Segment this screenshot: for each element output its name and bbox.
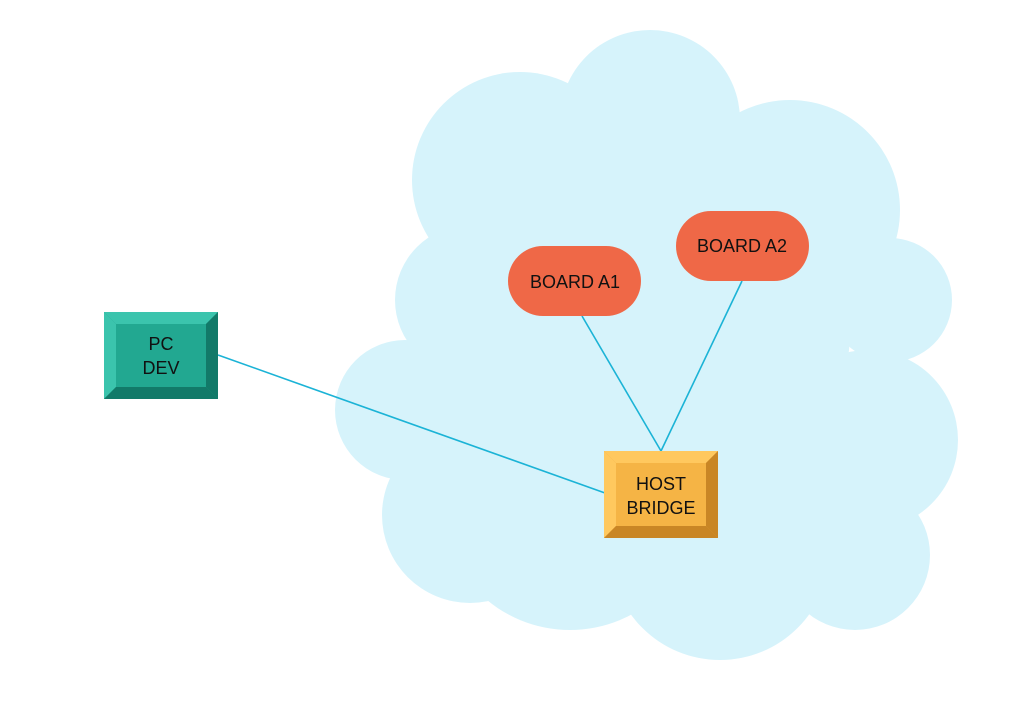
board-a1-node[interactable]: BOARD A1 [508,246,641,316]
pc-dev-node[interactable]: PC DEV [104,312,218,399]
pc-dev-bevel-left [104,312,116,399]
pc-dev-label-line1: PC [148,334,173,354]
pc-dev-bevel-right [206,312,218,399]
board-a2-label: BOARD A2 [697,236,787,256]
link-board-a1-to-host-bridge [581,315,662,452]
host-bridge-bevel-bottom [604,526,718,538]
host-bridge-bevel-right [706,451,718,538]
board-a2-pill [676,211,809,281]
link-pc-dev-to-host-bridge [217,354,606,494]
pc-dev-face [116,324,206,387]
pc-dev-bevel-top [104,312,218,324]
pc-dev-label-line2: DEV [142,358,179,378]
cloud-shape [335,30,958,660]
board-a1-pill [508,246,641,316]
host-bridge-label-line1: HOST [636,474,686,494]
board-a1-label: BOARD A1 [530,272,620,292]
board-a2-node[interactable]: BOARD A2 [676,211,809,281]
host-bridge-bevel-top [604,451,718,463]
host-bridge-face [616,463,706,526]
host-bridge-label-line2: BRIDGE [626,498,695,518]
pc-dev-bevel-bottom [104,387,218,399]
link-board-a2-to-host-bridge [660,280,743,452]
host-bridge-bevel-left [604,451,616,538]
host-bridge-node[interactable]: HOST BRIDGE [604,451,718,538]
